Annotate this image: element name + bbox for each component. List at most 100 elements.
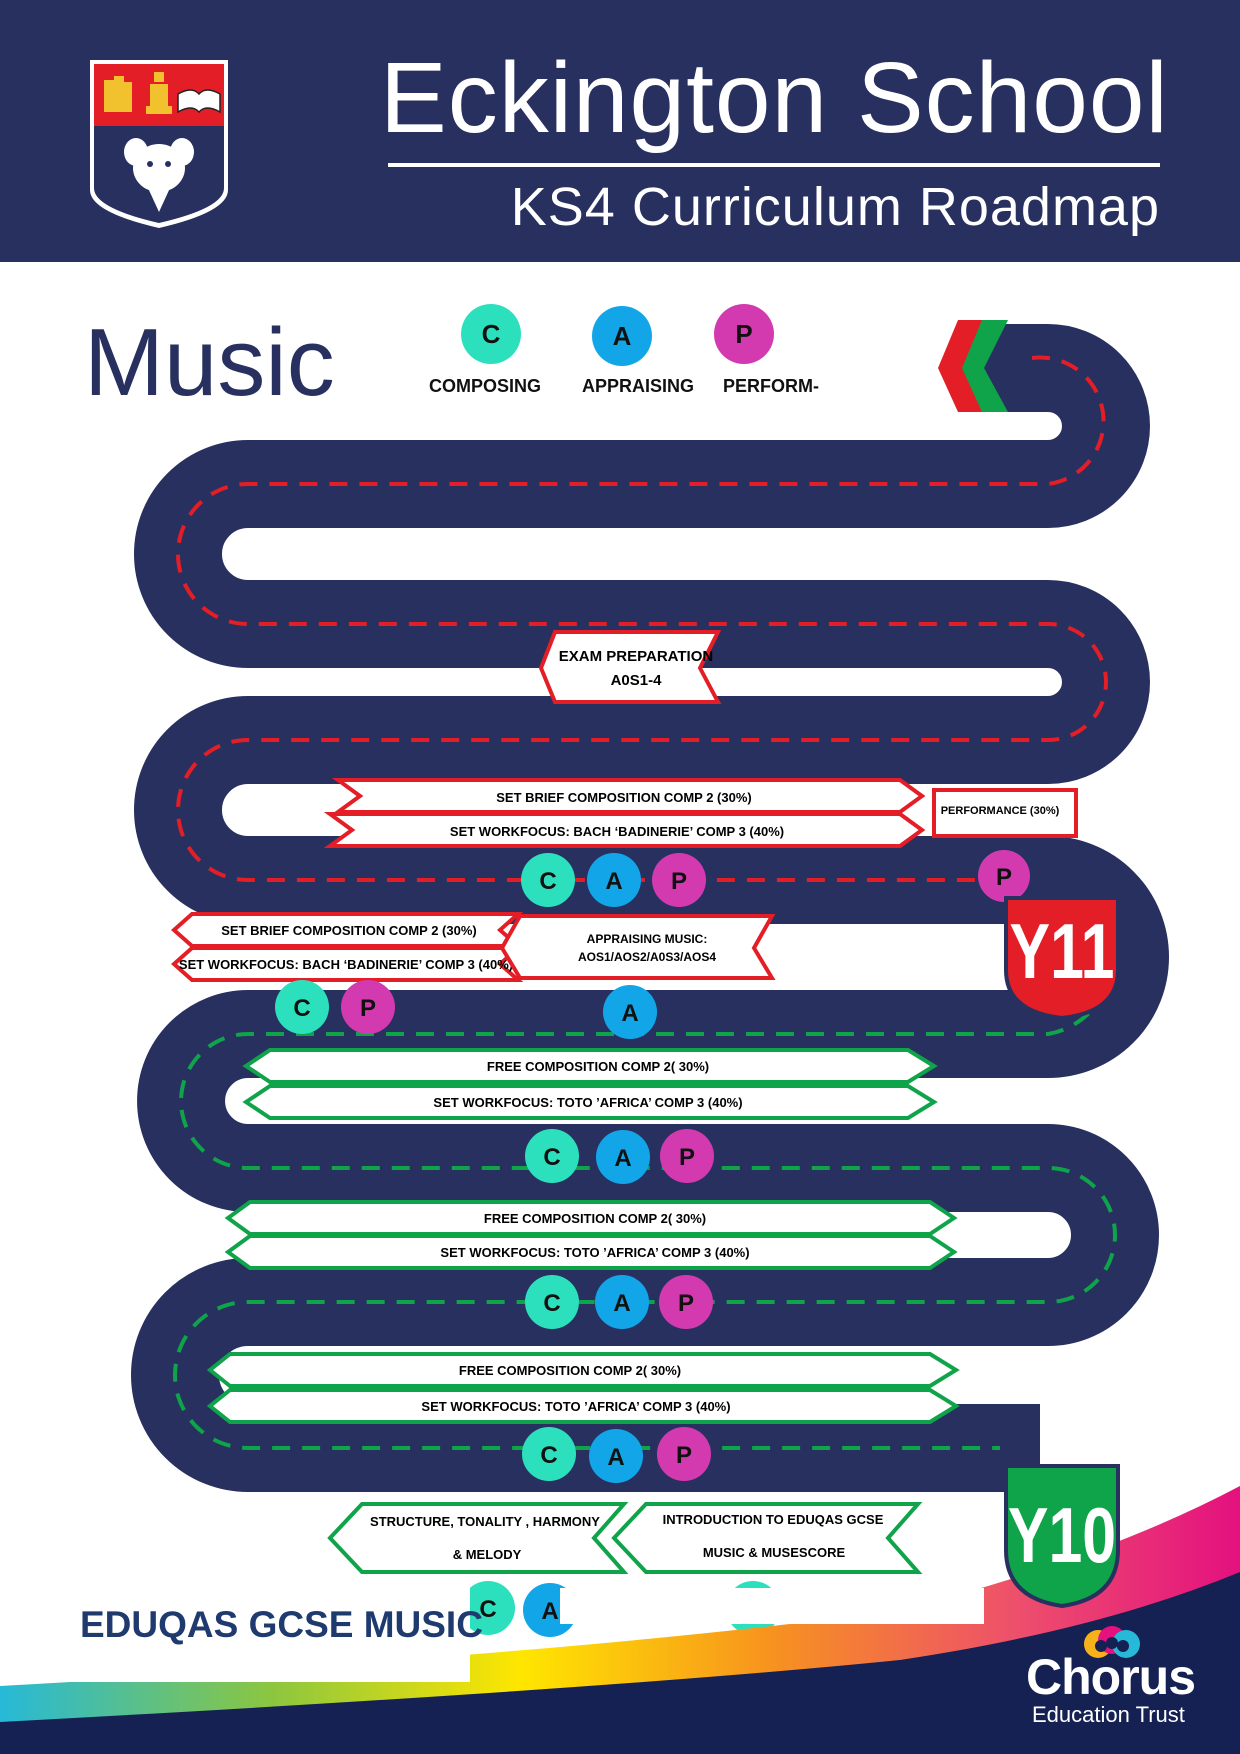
skill-circle [603,985,657,1039]
skill-circle [522,1427,576,1481]
free-comp-3-label: FREE COMPOSITION COMP 2( 30%) [459,1363,681,1378]
start-flag-green [962,320,1008,412]
skill-circle [592,306,652,366]
free-comp-1-label: FREE COMPOSITION COMP 2( 30%) [487,1059,709,1074]
y10-route-line [173,959,1117,1450]
y10-badge: Y10 [1004,1464,1120,1609]
structure-line2: & MELODY [453,1547,522,1562]
performing-skill-icon: P [660,1129,714,1183]
milestone-free-comp-1: FREE COMPOSITION COMP 2( 30%) [242,1048,938,1084]
milestone-appraising-music: APPRAISING MUSIC: AOS1/AOS2/A0S3/AOS4 [499,914,776,980]
milestone-toto-2: SET WORKFOCUS: TOTO ’AFRICA’ COMP 3 (40%… [224,1234,958,1270]
skill-circle [461,1581,515,1635]
exam-prep-line1: EXAM PREPARATION [559,648,713,665]
milestone-y11-bach-b: SET WORKFOCUS: BACH ‘BADINERIE’ COMP 3 (… [170,946,524,982]
skill-circle [525,1129,579,1183]
composing-skill-icon: C [521,853,575,907]
y11-badge-label: Y11 [1010,908,1115,995]
skill-circle [589,1429,643,1483]
legend-appraising-label: APPRAISING [582,376,695,396]
intro-line1: INTRODUCTION TO EDUQAS GCSE [663,1512,884,1527]
y11-bach-a-label: SET WORKFOCUS: BACH ‘BADINERIE’ COMP 3 (… [450,824,784,839]
skill-letter: C [539,868,556,895]
toto-1-label: SET WORKFOCUS: TOTO ’AFRICA’ COMP 3 (40%… [433,1095,742,1110]
skill-letter: A [613,321,632,351]
y11-comp-brief-b-label: SET BRIEF COMPOSITION COMP 2 (30%) [221,923,476,938]
skill-letter: A [613,1290,630,1317]
performing-skill-icon: P [659,1275,713,1329]
skill-circle [341,980,395,1034]
composing-skill-icon: C [522,1427,576,1481]
performing-skill-icon: P [657,1427,711,1481]
y11-bach-b-label: SET WORKFOCUS: BACH ‘BADINERIE’ COMP 3 (… [179,957,513,972]
skill-letter: A [607,1444,624,1471]
skill-circle [978,850,1030,902]
intro-line2: MUSIC & MUSESCORE [703,1545,846,1560]
skill-circle [587,853,641,907]
appraising-skill-icon: A [603,985,657,1039]
skill-circle [660,1129,714,1183]
school-name: Eckington School [380,42,1169,154]
milestone-toto-3: SET WORKFOCUS: TOTO ’AFRICA’ COMP 3 (40%… [206,1388,960,1424]
composing-skill-icon: C [461,1581,515,1635]
subject-title: Music [84,309,335,416]
footer-blank-panel [560,1588,984,1624]
milestone-structure: STRUCTURE, TONALITY , HARMONY & MELODY [327,1502,629,1574]
milestone-free-comp-3: FREE COMPOSITION COMP 2( 30%) [206,1352,960,1388]
trust-name: Chorus [1026,1649,1196,1705]
milestone-y11-comp-brief-b: SET BRIEF COMPOSITION COMP 2 (30%) [170,912,524,948]
skill-letter: A [621,1000,638,1027]
skill-letter: A [541,1598,558,1625]
legend-composing-skill-icon: C [461,304,521,364]
appraising-skill-icon: A [596,1130,650,1184]
footer-band [0,1572,1240,1754]
skill-letter: P [676,1442,692,1469]
skill-circles: CAPCAPPCPACAPCAPCAPCAC [275,304,1030,1637]
skill-letter: P [360,995,376,1022]
road [131,324,1169,1492]
skill-letter: P [679,1144,695,1171]
performing-skill-icon: P [652,853,706,907]
footer-label-backdrop [60,1586,470,1682]
performing-skill-icon: P [978,850,1030,902]
appraising-music-line1: APPRAISING MUSIC: [587,932,708,946]
skill-circle [596,1130,650,1184]
skill-circle [275,980,329,1034]
appraising-skill-icon: A [589,1429,643,1483]
legend-composing-label: COMPOSING [429,376,542,396]
skill-circle [461,304,521,364]
trust-subtitle: Education Trust [1032,1702,1185,1727]
performance-label: PERFORMANCE (30%) [941,805,1060,817]
skill-circle [714,304,774,364]
page-title: KS4 Curriculum Roadmap [510,177,1160,237]
performing-skill-icon: P [341,980,395,1034]
composing-skill-icon: C [525,1129,579,1183]
free-comp-2-label: FREE COMPOSITION COMP 2( 30%) [484,1211,706,1226]
skill-letter: C [482,319,501,349]
y10-badge-label: Y10 [1008,1492,1116,1579]
chorus-logo-icon [1084,1626,1140,1658]
skill-letter: P [671,868,687,895]
skill-circle [657,1427,711,1481]
milestone-free-comp-2: FREE COMPOSITION COMP 2( 30%) [224,1200,958,1236]
skill-circle [521,853,575,907]
skill-letter: C [540,1442,557,1469]
skill-circle [525,1275,579,1329]
composing-skill-icon: C [275,980,329,1034]
skill-letter: A [605,868,622,895]
skill-letter: C [479,1596,496,1623]
milestone-performance: PERFORMANCE (30%) [932,788,1078,838]
skill-letter: P [735,319,752,349]
appraising-skill-icon: A [595,1275,649,1329]
appraising-skill-icon: A [587,853,641,907]
skill-circle [595,1275,649,1329]
legend-performing-label: PERFORM- [723,376,819,396]
school-crest-icon [90,60,228,228]
milestone-y11-comp-brief-a: SET BRIEF COMPOSITION COMP 2 (30%) [331,778,926,814]
milestone-y11-bach-a: SET WORKFOCUS: BACH ‘BADINERIE’ COMP 3 (… [323,812,926,848]
structure-line1: STRUCTURE, TONALITY , HARMONY [370,1514,600,1529]
legend-performing-skill-icon: P [714,304,774,364]
skill-circle [652,853,706,907]
